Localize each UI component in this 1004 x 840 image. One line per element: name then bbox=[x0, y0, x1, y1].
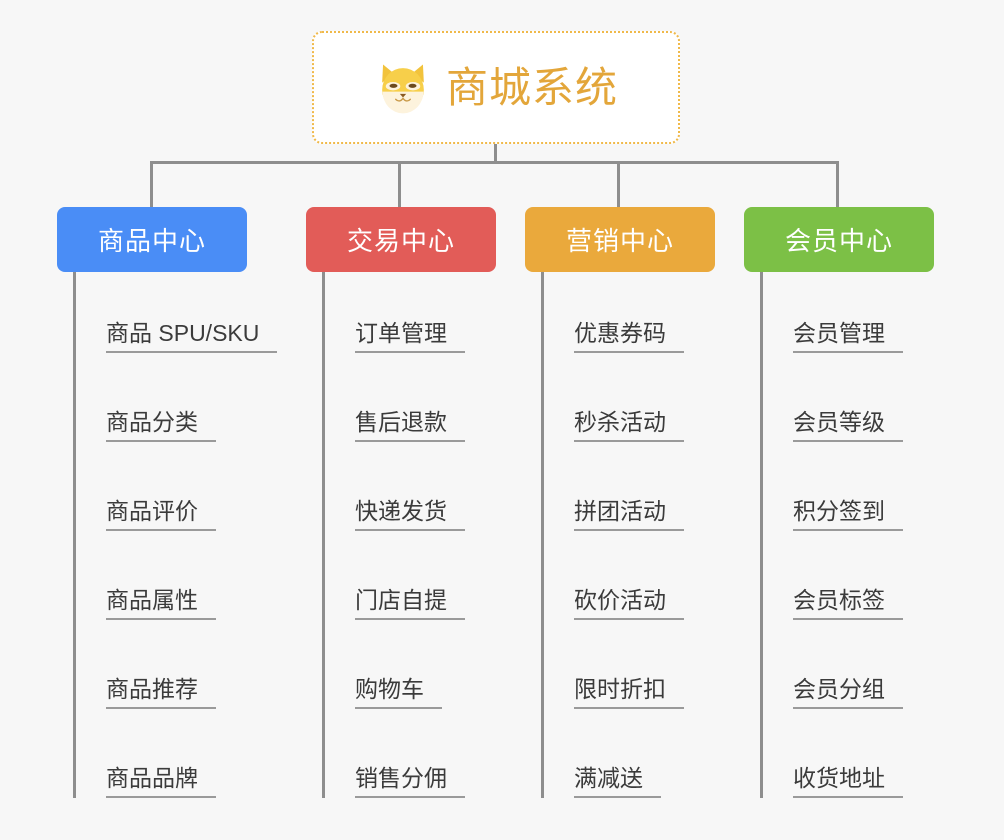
list-item[interactable]: 售后退款 bbox=[325, 353, 496, 442]
list-item[interactable]: 商品分类 bbox=[76, 353, 247, 442]
list-item[interactable]: 门店自提 bbox=[325, 531, 496, 620]
branch-header-label-1: 商品中心 bbox=[97, 226, 206, 256]
list-item-label: 商品品牌 bbox=[106, 766, 216, 798]
list-item-label: 秒杀活动 bbox=[574, 410, 684, 442]
list-item[interactable]: 会员分组 bbox=[763, 620, 934, 709]
list-item-label: 会员标签 bbox=[793, 588, 903, 620]
list-item-label: 销售分佣 bbox=[355, 766, 465, 798]
list-item[interactable]: 拼团活动 bbox=[544, 442, 715, 531]
list-item-label: 商品评价 bbox=[106, 499, 216, 531]
connector-horizontal-bus bbox=[150, 161, 839, 164]
list-item[interactable]: 订单管理 bbox=[325, 272, 496, 353]
list-item-label: 商品推荐 bbox=[106, 677, 216, 709]
list-item-label: 售后退款 bbox=[355, 410, 465, 442]
list-item-label: 限时折扣 bbox=[574, 677, 684, 709]
list-item[interactable]: 积分签到 bbox=[763, 442, 934, 531]
list-item[interactable]: 限时折扣 bbox=[544, 620, 715, 709]
list-item[interactable]: 商品推荐 bbox=[76, 620, 247, 709]
list-item-label: 订单管理 bbox=[355, 321, 465, 353]
list-item[interactable]: 会员标签 bbox=[763, 531, 934, 620]
list-item[interactable]: 收货地址 bbox=[763, 709, 934, 798]
list-item-label: 会员等级 bbox=[793, 410, 903, 442]
list-item-label: 快递发货 bbox=[355, 499, 465, 531]
list-item[interactable]: 商品评价 bbox=[76, 442, 247, 531]
list-item[interactable]: 秒杀活动 bbox=[544, 353, 715, 442]
branch-header-label-4: 会员中心 bbox=[784, 226, 893, 256]
list-item-label: 商品属性 bbox=[106, 588, 216, 620]
connector-drop-4 bbox=[836, 161, 839, 209]
list-item-label: 门店自提 bbox=[355, 588, 465, 620]
branch-items-2: 订单管理 售后退款 快递发货 门店自提 购物车 销售分佣 bbox=[322, 272, 496, 798]
branch-items-4: 会员管理 会员等级 积分签到 会员标签 会员分组 收货地址 bbox=[760, 272, 934, 798]
list-item-label: 购物车 bbox=[355, 677, 442, 709]
list-item[interactable]: 购物车 bbox=[325, 620, 496, 709]
list-item[interactable]: 满减送 bbox=[544, 709, 715, 798]
list-item-label: 砍价活动 bbox=[574, 588, 684, 620]
root-title: 商城系统 bbox=[445, 63, 618, 111]
branch-items-1: 商品 SPU/SKU 商品分类 商品评价 商品属性 商品推荐 商品品牌 bbox=[73, 272, 278, 798]
list-item[interactable]: 会员等级 bbox=[763, 353, 934, 442]
branch-header-label-3: 营销中心 bbox=[565, 226, 674, 256]
list-item-label: 收货地址 bbox=[793, 766, 903, 798]
list-item-label: 商品 SPU/SKU bbox=[106, 321, 278, 353]
list-item[interactable]: 商品属性 bbox=[76, 531, 247, 620]
list-item-label: 优惠券码 bbox=[574, 321, 684, 353]
root-node-shop-system[interactable]: 商城系统 bbox=[312, 31, 680, 144]
list-item[interactable]: 商品品牌 bbox=[76, 709, 247, 798]
connector-drop-1 bbox=[150, 161, 153, 209]
connector-root-stem bbox=[494, 144, 497, 163]
branch-column-2: 交易中心 订单管理 售后退款 快递发货 门店自提 购物车 销售分佣 bbox=[306, 207, 496, 798]
list-item-label: 商品分类 bbox=[106, 410, 216, 442]
list-item-label: 拼团活动 bbox=[574, 499, 684, 531]
list-item-label: 满减送 bbox=[574, 766, 661, 798]
connector-drop-2 bbox=[398, 161, 401, 209]
branch-header-2[interactable]: 交易中心 bbox=[306, 207, 496, 272]
list-item-label: 积分签到 bbox=[793, 499, 903, 531]
list-item-label: 会员管理 bbox=[793, 321, 903, 353]
list-item[interactable]: 销售分佣 bbox=[325, 709, 496, 798]
branch-column-4: 会员中心 会员管理 会员等级 积分签到 会员标签 会员分组 收货地址 bbox=[744, 207, 934, 798]
branch-column-3: 营销中心 优惠券码 秒杀活动 拼团活动 砍价活动 限时折扣 满减送 bbox=[525, 207, 715, 798]
branch-items-3: 优惠券码 秒杀活动 拼团活动 砍价活动 限时折扣 满减送 bbox=[541, 272, 715, 798]
shiba-dog-face-icon bbox=[374, 59, 432, 117]
list-item-label: 会员分组 bbox=[793, 677, 903, 709]
branch-header-1[interactable]: 商品中心 bbox=[57, 207, 247, 272]
list-item[interactable]: 优惠券码 bbox=[544, 272, 715, 353]
branch-column-1: 商品中心 商品 SPU/SKU 商品分类 商品评价 商品属性 商品推荐 商品品牌 bbox=[57, 207, 278, 798]
branch-header-4[interactable]: 会员中心 bbox=[744, 207, 934, 272]
list-item[interactable]: 会员管理 bbox=[763, 272, 934, 353]
list-item[interactable]: 砍价活动 bbox=[544, 531, 715, 620]
list-item[interactable]: 商品 SPU/SKU bbox=[76, 272, 278, 353]
connector-drop-3 bbox=[617, 161, 620, 209]
branch-header-3[interactable]: 营销中心 bbox=[525, 207, 715, 272]
branch-header-label-2: 交易中心 bbox=[346, 226, 455, 256]
list-item[interactable]: 快递发货 bbox=[325, 442, 496, 531]
